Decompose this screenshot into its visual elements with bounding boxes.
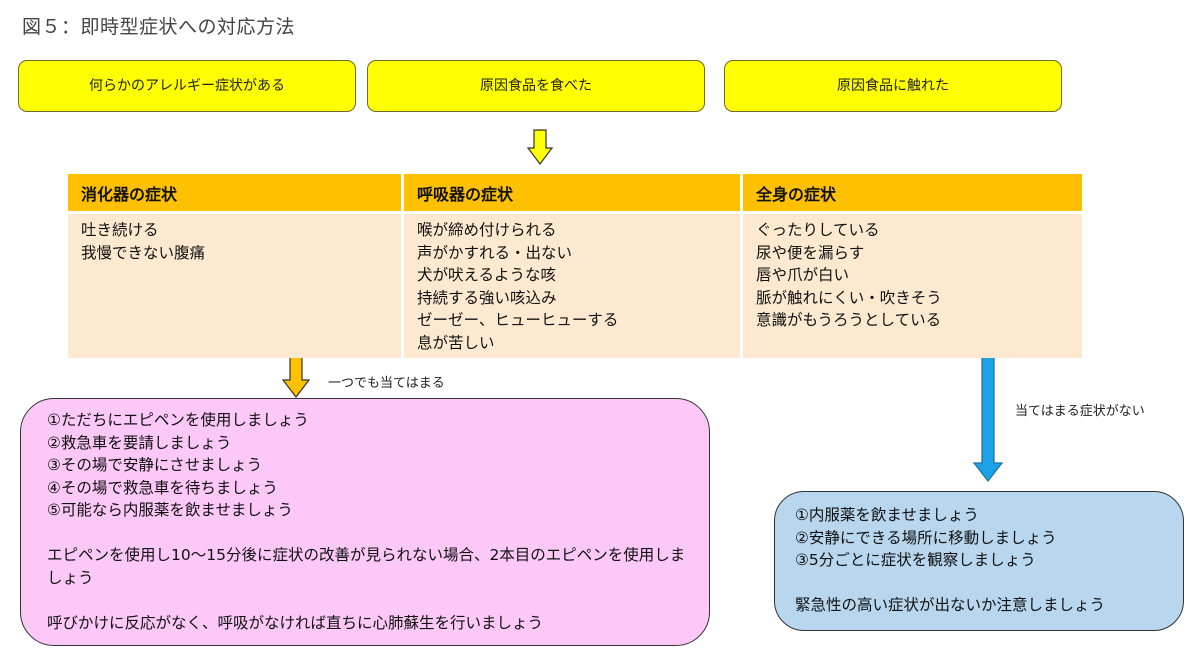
emergency-step: ③その場で安静にさせましょう [47,456,263,474]
emergency-note-second-epipen: エピペンを使用し10～15分後に症状の改善が見られない場合、2本目のエピペンを使… [47,546,686,587]
symptom-item: 唇や爪が白い [756,266,850,284]
cell-systemic: ぐったりしている 尿や便を漏らす 唇や爪が白い 脈が触れにくい・吹きそう 意識が… [743,214,1082,358]
mild-step: ③5分ごとに症状を観察しましょう [795,551,1036,569]
arrow-down-blue [972,356,1004,482]
label-none-match: 当てはまる症状がない [1015,404,1145,419]
symptom-item: 脈が触れにくい・吹きそう [756,288,942,307]
mild-note: 緊急性の高い症状が出ないか注意しましょう [795,596,1106,614]
symptom-item: 犬が吠えるような咳 [417,266,557,284]
symptom-item: 持続する強い咳込み [417,288,557,307]
symptom-item: 意識がもうろうとしている [756,311,942,329]
symptom-item: 息が苦しい [417,333,495,352]
emergency-step: ④その場で救急車を待ちましょう [47,478,278,497]
arrow-down-orange [281,356,311,398]
cell-digestive: 吐き続ける 我慢できない腹痛 [68,214,401,358]
symptom-item: ゼーゼー、ヒューヒューする [417,311,619,329]
symptom-item: 吐き続ける [81,221,159,239]
emergency-note-cpr: 呼びかけに反応がなく、呼吸がなければ直ちに心肺蘇生を行いましょう [47,613,544,632]
header-respiratory: 呼吸器の症状 [404,174,740,211]
emergency-actions-box: ①ただちにエピペンを使用しましょう ②救急車を要請しましょう ③その場で安静にさ… [20,398,710,646]
symptom-table: 消化器の症状 呼吸器の症状 全身の症状 吐き続ける 我慢できない腹痛 喉が締め付… [68,174,1082,358]
trigger-touched-food: 原因食品に触れた [724,60,1062,112]
symptom-item: 尿や便を漏らす [756,243,865,262]
symptom-item: 我慢できない腹痛 [81,243,206,262]
cell-respiratory: 喉が締め付けられる 声がかすれる・出ない 犬が吠えるような咳 持続する強い咳込み… [404,214,740,358]
trigger-any-allergy: 何らかのアレルギー症状がある [18,60,356,112]
figure-title: 図５：即時型症状への対応方法 [22,16,296,38]
header-digestive: 消化器の症状 [68,174,401,211]
symptom-item: 喉が締め付けられる [417,221,557,239]
emergency-step: ⑤可能なら内服薬を飲ませましょう [47,501,293,519]
trigger-ate-food: 原因食品を食べた [367,60,705,112]
emergency-step: ②救急車を要請しましょう [47,433,232,452]
symptom-item: ぐったりしている [756,221,880,239]
symptom-item: 声がかすれる・出ない [417,243,573,262]
mild-actions-box: ①内服薬を飲ませましょう ②安静にできる場所に移動しましょう ③5分ごとに症状を… [774,491,1184,631]
emergency-step: ①ただちにエピペンを使用しましょう [47,411,309,429]
mild-step: ②安静にできる場所に移動しましょう [795,528,1057,547]
header-systemic: 全身の症状 [743,174,1082,211]
arrow-down-yellow [526,129,554,165]
mild-step: ①内服薬を飲ませましょう [795,506,979,524]
label-any-match: 一つでも当てはまる [328,376,445,391]
